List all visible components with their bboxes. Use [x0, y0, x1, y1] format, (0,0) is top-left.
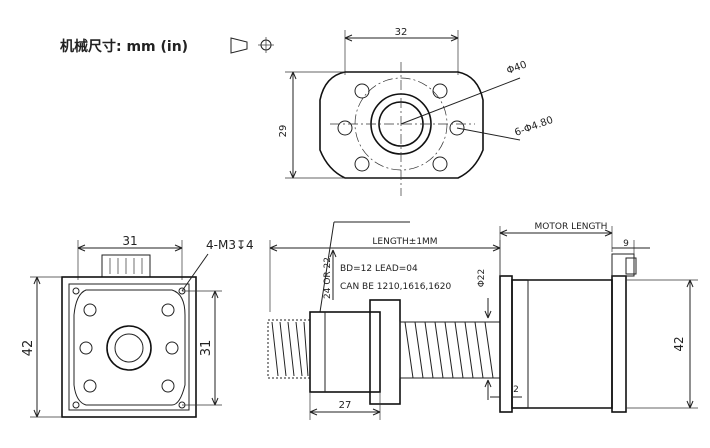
- left-view-motor-face: [30, 240, 222, 418]
- side-gap-label: 2: [513, 385, 519, 395]
- left-screw-label: 4-M3↧4: [206, 238, 254, 252]
- side-motor-length: MOTOR LENGTH: [535, 222, 608, 232]
- lead-screw-left: [267, 319, 311, 379]
- side-vertical-label: 24 OR 22: [323, 257, 333, 299]
- lead-screw-right: [399, 321, 501, 379]
- side-spec-line1: BD=12 LEAD=04: [340, 264, 418, 274]
- side-spec-line2: CAN BE 1210,1616,1620: [340, 282, 451, 292]
- side-view-assembly: [267, 221, 698, 420]
- page-title: 机械尺寸: mm (in): [60, 39, 189, 55]
- left-height-inner: 31: [199, 340, 214, 357]
- top-diameter-label: Φ40: [505, 59, 528, 76]
- side-length-label: LENGTH±1MM: [372, 237, 437, 247]
- side-nut-length: 27: [339, 400, 352, 411]
- top-height-dim: 29: [278, 125, 289, 138]
- projection-symbol-icon: [230, 37, 274, 54]
- top-holes-label: 6-Φ4.80: [513, 115, 554, 139]
- top-view-flange: [285, 30, 521, 196]
- side-motor-height: 42: [672, 336, 686, 351]
- side-motor-offset: 9: [623, 239, 629, 249]
- side-diameter-label: Φ22: [477, 269, 487, 288]
- left-width-dim: 31: [122, 234, 137, 248]
- top-width-dim: 32: [395, 27, 408, 38]
- left-height-outer: 42: [21, 340, 36, 357]
